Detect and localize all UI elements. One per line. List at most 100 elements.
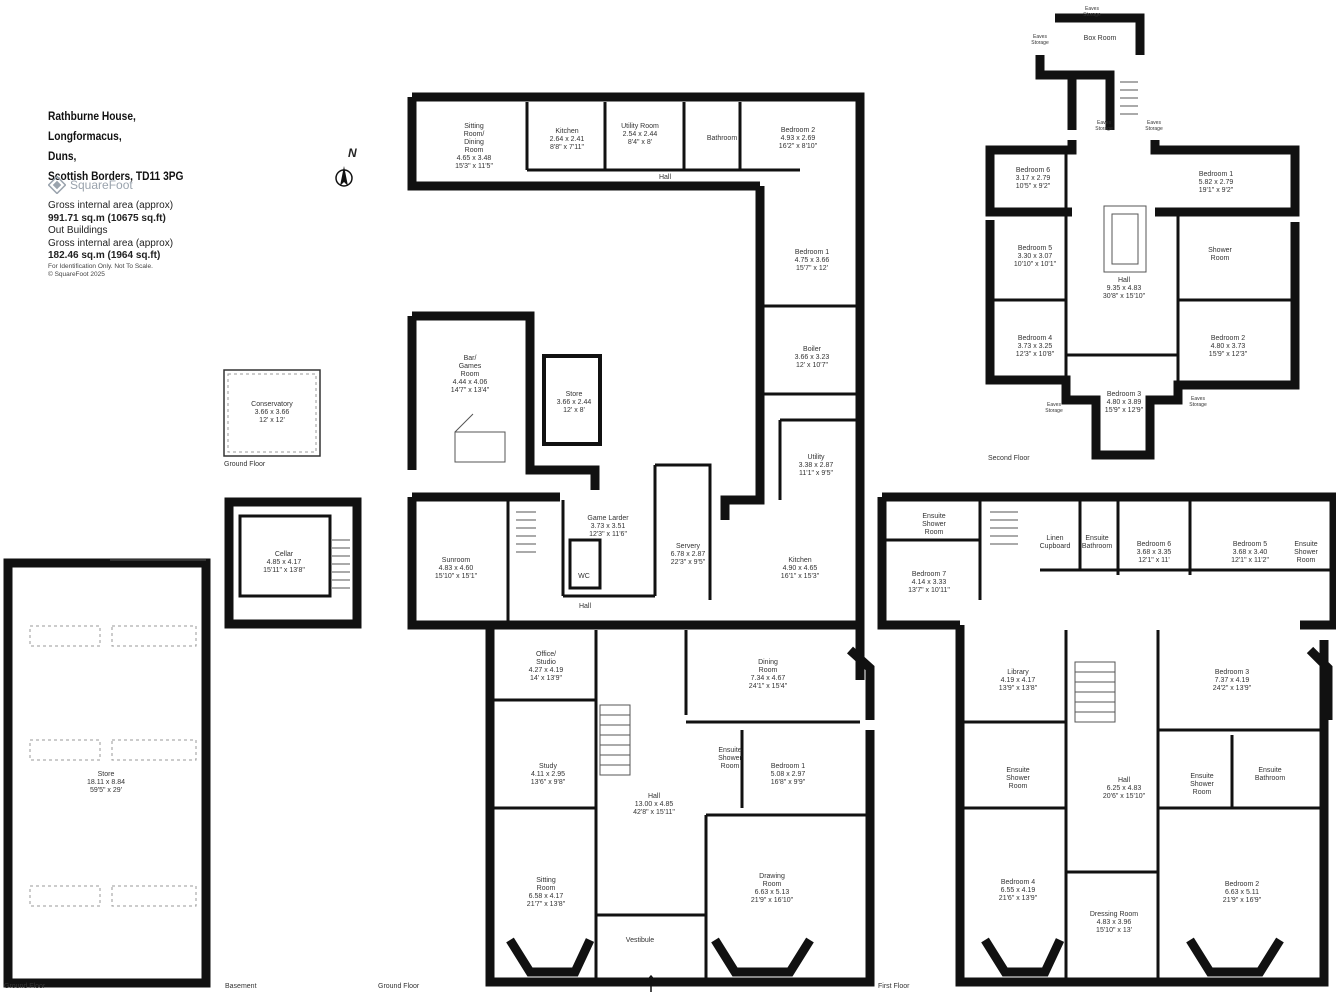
svg-text:Cellar: Cellar bbox=[275, 551, 294, 558]
room-office-studio: Office/ Studio 4.27 x 4.19 14' x 13'9" bbox=[529, 651, 564, 682]
svg-text:4.85 x 4.17: 4.85 x 4.17 bbox=[267, 559, 302, 566]
room-s-eaves-5: Eaves Storage bbox=[1045, 402, 1063, 414]
svg-text:Bedroom 1: Bedroom 1 bbox=[1199, 171, 1233, 178]
address-line-3: Duns, bbox=[48, 149, 77, 163]
copyright: © SquareFoot 2025 bbox=[48, 270, 105, 278]
svg-text:7.37 x 4.19: 7.37 x 4.19 bbox=[1215, 677, 1250, 684]
svg-text:6.55 x 4.19: 6.55 x 4.19 bbox=[1001, 887, 1036, 894]
svg-text:3.38 x 2.87: 3.38 x 2.87 bbox=[799, 462, 834, 469]
floor-label-ground: Ground Floor bbox=[378, 983, 420, 990]
svg-text:21'7" x 13'8": 21'7" x 13'8" bbox=[527, 901, 566, 908]
svg-text:15'10" x 13': 15'10" x 13' bbox=[1096, 927, 1132, 934]
svg-text:4.11 x 2.95: 4.11 x 2.95 bbox=[531, 771, 565, 778]
svg-text:12'1" x 11': 12'1" x 11' bbox=[1138, 557, 1170, 564]
svg-text:12'3" x 11'6": 12'3" x 11'6" bbox=[589, 531, 627, 538]
room-sitting: Sitting Room 6.58 x 4.17 21'7" x 13'8" bbox=[527, 877, 566, 908]
svg-text:16'8" x 9'9": 16'8" x 9'9" bbox=[771, 779, 806, 786]
room-bedroom2-ground: Bedroom 2 4.93 x 2.69 16'2" x 8'10" bbox=[779, 127, 818, 150]
svg-text:Bedroom 2: Bedroom 2 bbox=[781, 127, 815, 134]
svg-text:Room: Room bbox=[537, 885, 556, 892]
svg-text:Ensuite: Ensuite bbox=[922, 513, 945, 520]
svg-text:4.19 x 4.17: 4.19 x 4.17 bbox=[1001, 677, 1036, 684]
svg-text:Room: Room bbox=[1009, 783, 1028, 790]
floor-label-basement: Basement bbox=[225, 983, 257, 990]
room-drawing: Drawing Room 6.63 x 5.13 21'9" x 16'10" bbox=[751, 873, 794, 904]
svg-text:24'2" x 13'9": 24'2" x 13'9" bbox=[1213, 685, 1252, 692]
floor-label-ground-out: Ground Floor bbox=[4, 983, 46, 990]
svg-text:19'1" x 9'2": 19'1" x 9'2" bbox=[1199, 187, 1234, 194]
store-outbuilding bbox=[3, 558, 211, 988]
svg-text:5.82 x 2.79: 5.82 x 2.79 bbox=[1199, 179, 1234, 186]
brand-logo: SquareFoot bbox=[48, 176, 133, 194]
svg-text:Utility: Utility bbox=[807, 454, 825, 461]
room-game-larder: Game Larder 3.73 x 3.51 12'3" x 11'6" bbox=[587, 515, 629, 538]
svg-text:3.66 x 3.23: 3.66 x 3.23 bbox=[795, 354, 830, 361]
svg-text:16'2" x 8'10": 16'2" x 8'10" bbox=[779, 143, 818, 150]
room-vestibule: Vestibule bbox=[626, 937, 655, 944]
svg-text:6.63 x 5.11: 6.63 x 5.11 bbox=[1225, 889, 1259, 896]
north-arrow-icon bbox=[335, 166, 353, 187]
entrance-arrow-icon bbox=[645, 974, 657, 992]
svg-text:Games: Games bbox=[459, 363, 482, 370]
svg-text:Bedroom 5: Bedroom 5 bbox=[1233, 541, 1267, 548]
room-bedroom1-ground: Bedroom 1 5.08 x 2.97 16'8" x 9'9" bbox=[771, 763, 806, 786]
svg-text:15'9" x 12'9": 15'9" x 12'9" bbox=[1105, 407, 1144, 414]
room-s-eaves-1: Eaves Storage bbox=[1083, 6, 1101, 18]
svg-text:Dressing Room: Dressing Room bbox=[1090, 911, 1138, 918]
svg-text:6.58 x 4.17: 6.58 x 4.17 bbox=[529, 893, 564, 900]
room-sunroom: Sunroom 4.83 x 4.60 15'10" x 15'1" bbox=[435, 557, 478, 580]
svg-text:6.63 x 5.13: 6.63 x 5.13 bbox=[755, 889, 790, 896]
svg-text:Bedroom 4: Bedroom 4 bbox=[1018, 335, 1052, 342]
main-area-label: Gross internal area (approx) bbox=[48, 200, 174, 211]
room-bedroom1-wing: Bedroom 1 4.75 x 3.66 15'7" x 12' bbox=[795, 249, 830, 272]
second-floor-walls bbox=[985, 13, 1300, 460]
svg-text:Bedroom 1: Bedroom 1 bbox=[795, 249, 829, 256]
room-f-hall: Hall 6.25 x 4.83 20'6" x 15'10" bbox=[1103, 777, 1146, 800]
svg-text:Bedroom 7: Bedroom 7 bbox=[912, 571, 946, 578]
svg-text:4.83 x 3.96: 4.83 x 3.96 bbox=[1097, 919, 1132, 926]
squarefoot-logo-icon bbox=[48, 176, 66, 194]
svg-text:Room: Room bbox=[721, 763, 740, 770]
svg-text:2.54 x 2.44: 2.54 x 2.44 bbox=[623, 131, 658, 138]
svg-text:Eaves: Eaves bbox=[1191, 396, 1205, 402]
svg-text:15'11" x 13'8": 15'11" x 13'8" bbox=[263, 567, 305, 574]
room-s-box-room: Box Room bbox=[1084, 35, 1117, 42]
room-kitchen-main: Kitchen 4.90 x 4.65 16'1" x 15'3" bbox=[781, 557, 820, 580]
svg-text:Storage: Storage bbox=[1095, 126, 1113, 132]
svg-text:18.11 x 8.84: 18.11 x 8.84 bbox=[87, 779, 125, 786]
svg-text:Hall: Hall bbox=[1118, 277, 1131, 284]
svg-text:Servery: Servery bbox=[676, 543, 701, 550]
main-area-value: 991.71 sq.m (10675 sq.ft) bbox=[48, 212, 166, 224]
area-summary: Gross internal area (approx) 991.71 sq.m… bbox=[48, 200, 173, 279]
svg-text:22'3" x 9'5": 22'3" x 9'5" bbox=[671, 559, 706, 566]
svg-text:Boiler: Boiler bbox=[803, 346, 822, 353]
svg-text:14'7" x 13'4": 14'7" x 13'4" bbox=[451, 387, 490, 394]
svg-text:Office/: Office/ bbox=[536, 651, 556, 658]
svg-text:12' x 12': 12' x 12' bbox=[259, 417, 285, 424]
room-dining: Dining Room 7.34 x 4.67 24'1" x 15'4" bbox=[749, 659, 788, 690]
svg-text:15'3" x 11'5": 15'3" x 11'5" bbox=[455, 163, 493, 170]
svg-text:Dining: Dining bbox=[758, 659, 778, 666]
svg-text:Room: Room bbox=[1297, 557, 1316, 564]
room-f-bedroom2: Bedroom 2 6.63 x 5.11 21'9" x 16'9" bbox=[1223, 881, 1262, 904]
room-s-bedroom2: Bedroom 2 4.80 x 3.73 15'9" x 12'3" bbox=[1209, 335, 1248, 358]
svg-text:8'4" x 8': 8'4" x 8' bbox=[628, 139, 652, 146]
floor-label-second: Second Floor bbox=[988, 455, 1030, 462]
outbuildings-area-label: Gross internal area (approx) bbox=[48, 237, 174, 249]
svg-text:Storage: Storage bbox=[1045, 408, 1063, 414]
svg-text:Store: Store bbox=[566, 391, 583, 398]
svg-text:13.00 x 4.85: 13.00 x 4.85 bbox=[635, 801, 674, 808]
svg-text:Game Larder: Game Larder bbox=[587, 515, 629, 522]
svg-text:Shower: Shower bbox=[922, 521, 946, 528]
svg-text:4.27 x 4.19: 4.27 x 4.19 bbox=[529, 667, 564, 674]
floor-labels: Ground Floor Basement Ground Floor First… bbox=[4, 455, 1030, 990]
svg-text:5.08 x 2.97: 5.08 x 2.97 bbox=[771, 771, 806, 778]
svg-text:21'9" x 16'10": 21'9" x 16'10" bbox=[751, 897, 794, 904]
svg-text:3.68 x 3.35: 3.68 x 3.35 bbox=[1137, 549, 1172, 556]
room-f-ensuite-shower-east: Ensuite Shower Room bbox=[1294, 541, 1318, 564]
room-ensuite-shower-ground: Ensuite Shower Room bbox=[718, 747, 742, 770]
svg-text:6.78 x 2.87: 6.78 x 2.87 bbox=[671, 551, 706, 558]
svg-text:4.75 x 3.66: 4.75 x 3.66 bbox=[795, 257, 830, 264]
room-kitchen-north: Kitchen 2.64 x 2.41 8'8" x 7'11" bbox=[550, 128, 585, 151]
